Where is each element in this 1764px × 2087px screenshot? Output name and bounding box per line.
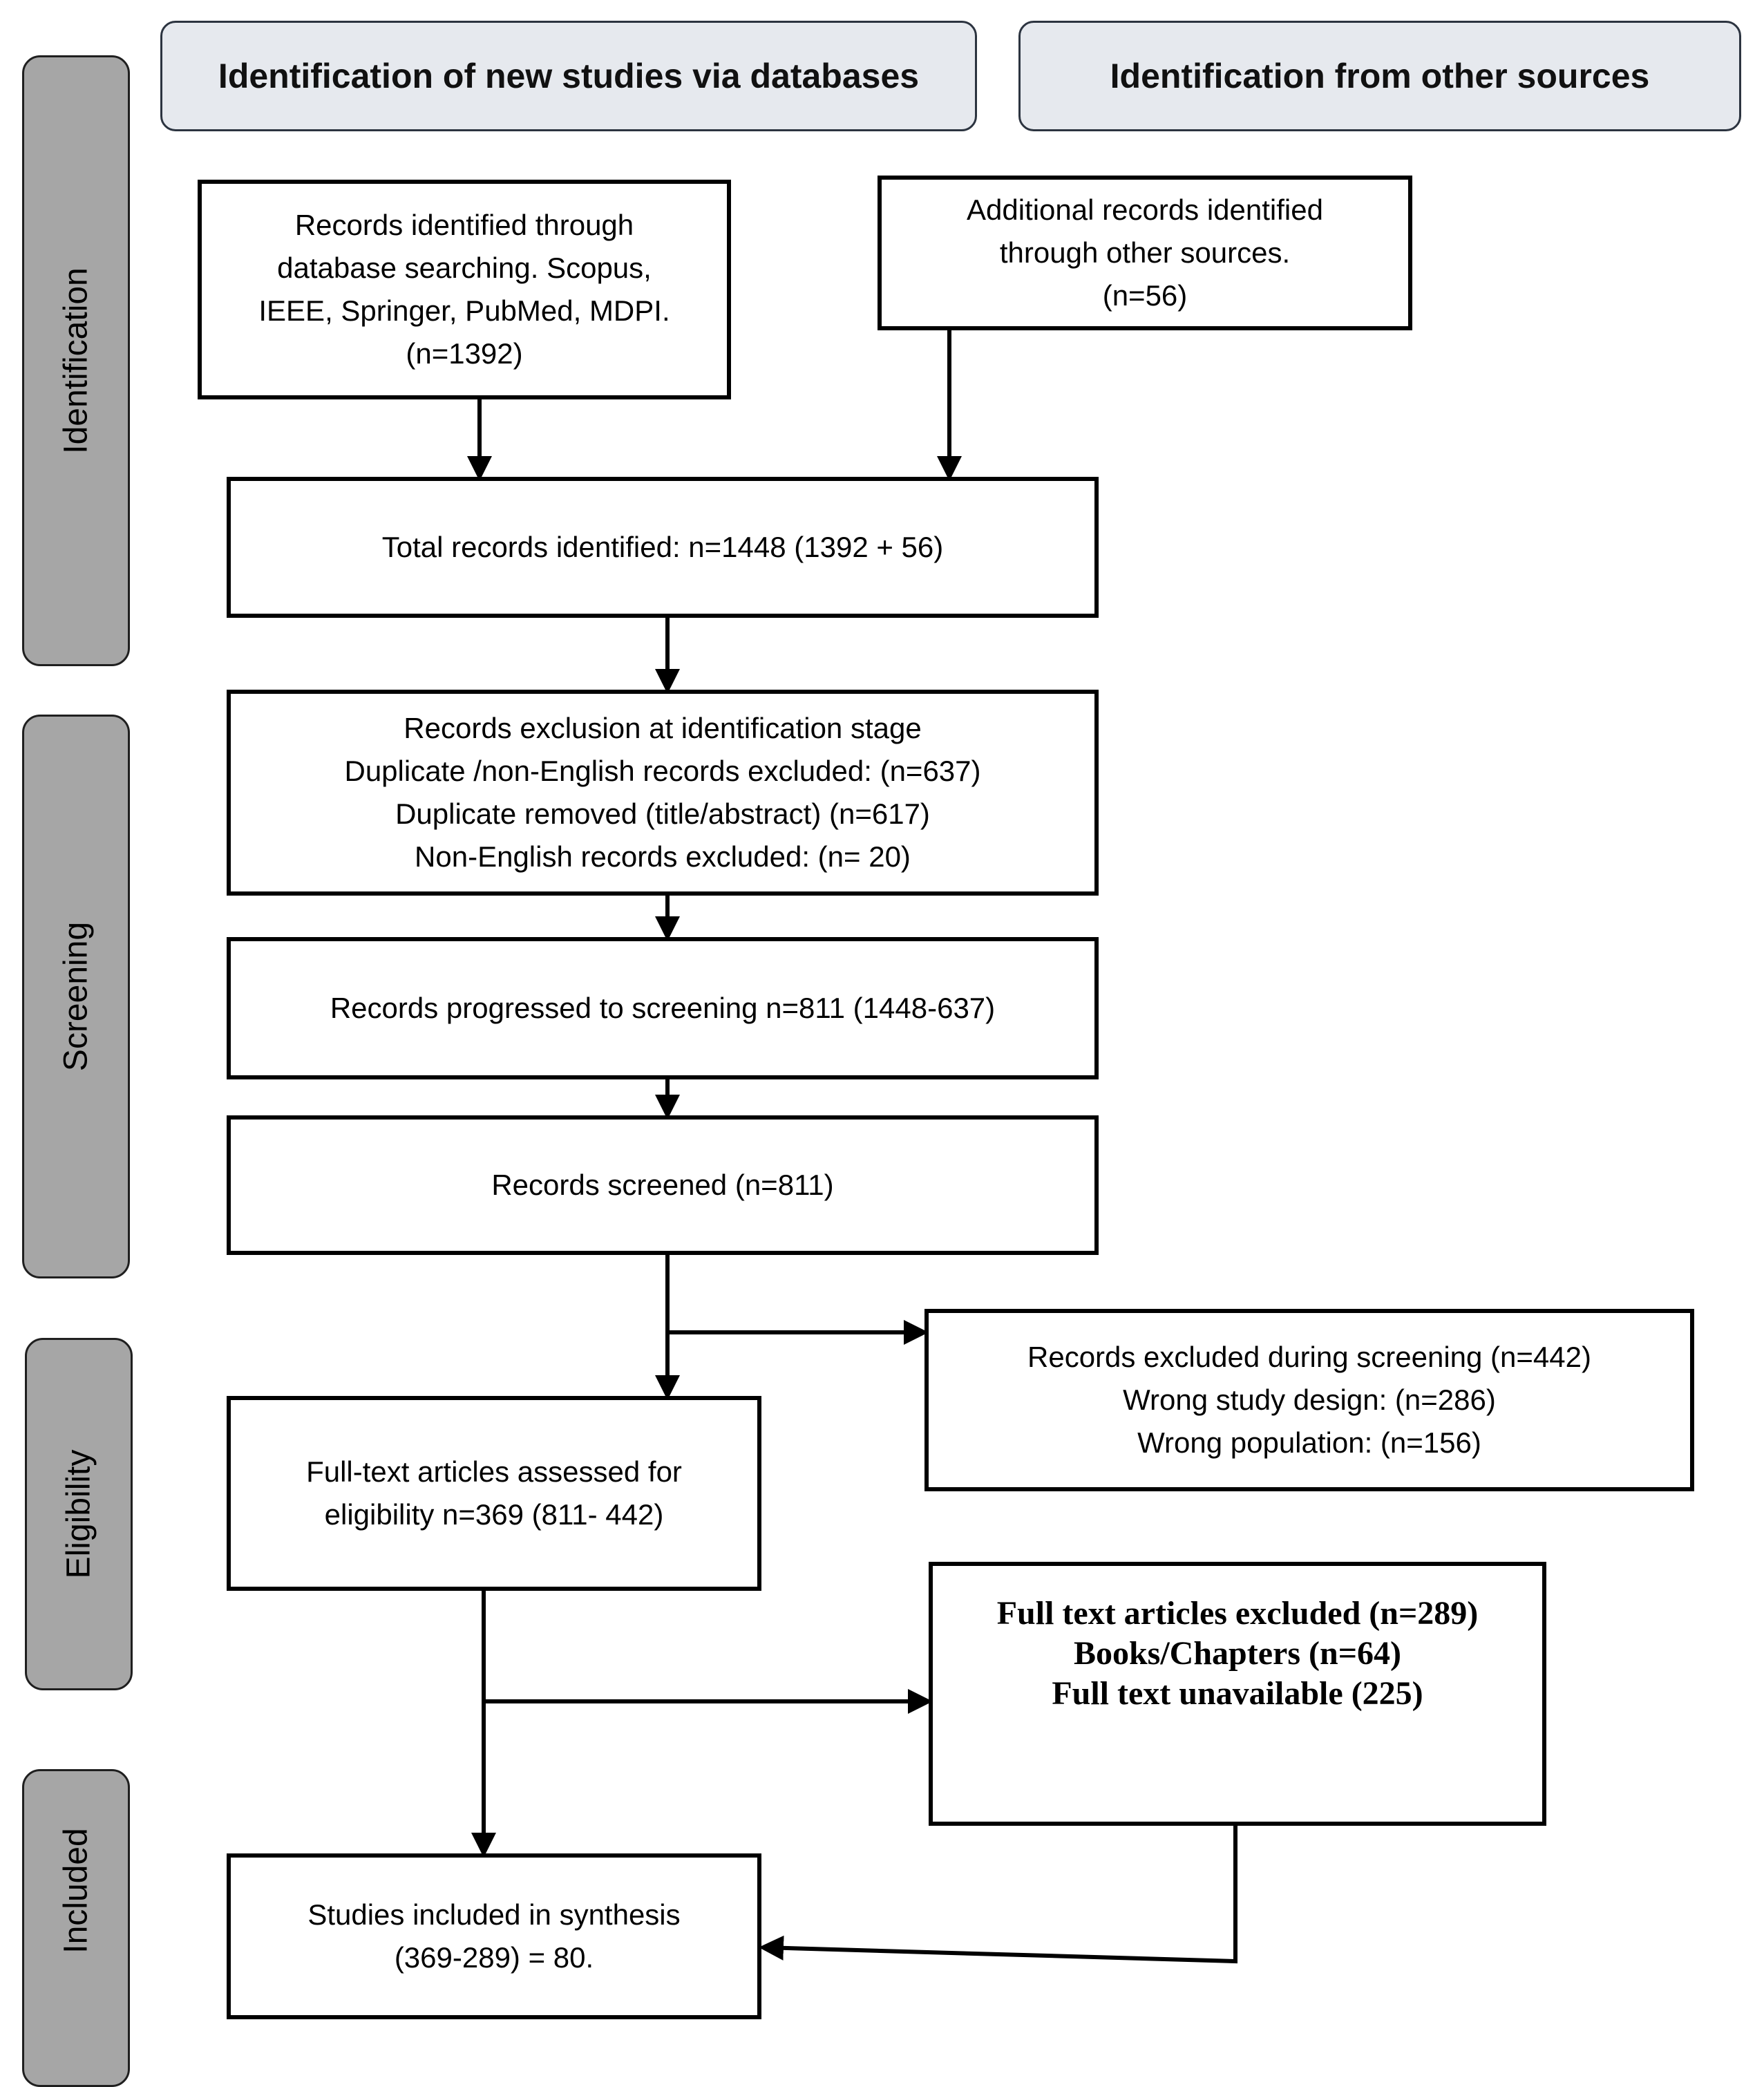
box-text-line: Wrong study design: (n=286) — [1123, 1384, 1496, 1416]
box-text-line: Full-text articles assessed for — [306, 1455, 682, 1488]
box-text-line: (n=56) — [1102, 279, 1188, 312]
box-progressed-screening: Records progressed to screening n=811 (1… — [227, 937, 1099, 1079]
box-fulltext-excluded: Full text articles excluded (n=289)Books… — [929, 1562, 1546, 1826]
phase-included: Included — [22, 1769, 130, 2087]
box-text-line: eligibility n=369 (811- 442) — [324, 1498, 664, 1531]
box-text-line: Records identified through — [294, 209, 634, 241]
header-other-sources: Identification from other sources — [1018, 21, 1741, 131]
box-excluded-screening: Records excluded during screening (n=442… — [924, 1309, 1694, 1491]
box-text-line: Total records identified: n=1448 (1392 +… — [381, 531, 944, 563]
box-text-line: (369-289) = 80. — [394, 1941, 594, 1974]
box-text-line: Additional records identified — [967, 193, 1323, 226]
box-text-line: Records progressed to screening n=811 (1… — [330, 992, 996, 1024]
box-text-line: Studies included in synthesis — [307, 1898, 681, 1931]
box-text-line: Records screened (n=811) — [491, 1169, 834, 1201]
phase-screening: Screening — [22, 715, 130, 1278]
box-records-screened: Records screened (n=811) — [227, 1115, 1099, 1255]
box-fulltext-assessed: Full-text articles assessed for eligibili… — [227, 1396, 761, 1591]
box-text-line: database searching. Scopus, — [277, 252, 652, 284]
box-text-line: through other sources. — [999, 236, 1291, 269]
box-database-records: Records identified through database searc… — [198, 180, 731, 399]
box-text-line: Duplicate removed (title/abstract) (n=61… — [395, 797, 930, 830]
box-text-line: Full text articles excluded (n=289) — [996, 1595, 1479, 1632]
box-total-records: Total records identified: n=1448 (1392 +… — [227, 477, 1099, 618]
box-text-line: Books/Chapters (n=64) — [1073, 1635, 1402, 1672]
phase-identification: Identification — [22, 55, 130, 666]
box-text-line: Records exclusion at identification stag… — [404, 712, 922, 744]
box-text-line: IEEE, Springer, PubMed, MDPI. — [258, 294, 670, 327]
arrow-excluded-to-included — [759, 1826, 1237, 1964]
box-text-line: Non-English records excluded: (n= 20) — [415, 840, 911, 873]
box-text-line: Records excluded during screening (n=442… — [1027, 1341, 1591, 1373]
box-other-records: Additional records identified through oth… — [878, 176, 1412, 330]
phase-eligibility: Eligibility — [25, 1338, 133, 1690]
box-included-synthesis: Studies included in synthesis (369-289) =… — [227, 1853, 761, 2019]
box-text-line: (n=1392) — [406, 337, 523, 370]
box-text-line: Full text unavailable (225) — [1052, 1675, 1423, 1712]
box-text-line: Wrong population: (n=156) — [1137, 1426, 1481, 1459]
box-text-line: Duplicate /non-English records excluded:… — [344, 755, 981, 787]
header-databases: Identification of new studies via databa… — [160, 21, 977, 131]
box-exclusion-identification: Records exclusion at identification stag… — [227, 690, 1099, 896]
